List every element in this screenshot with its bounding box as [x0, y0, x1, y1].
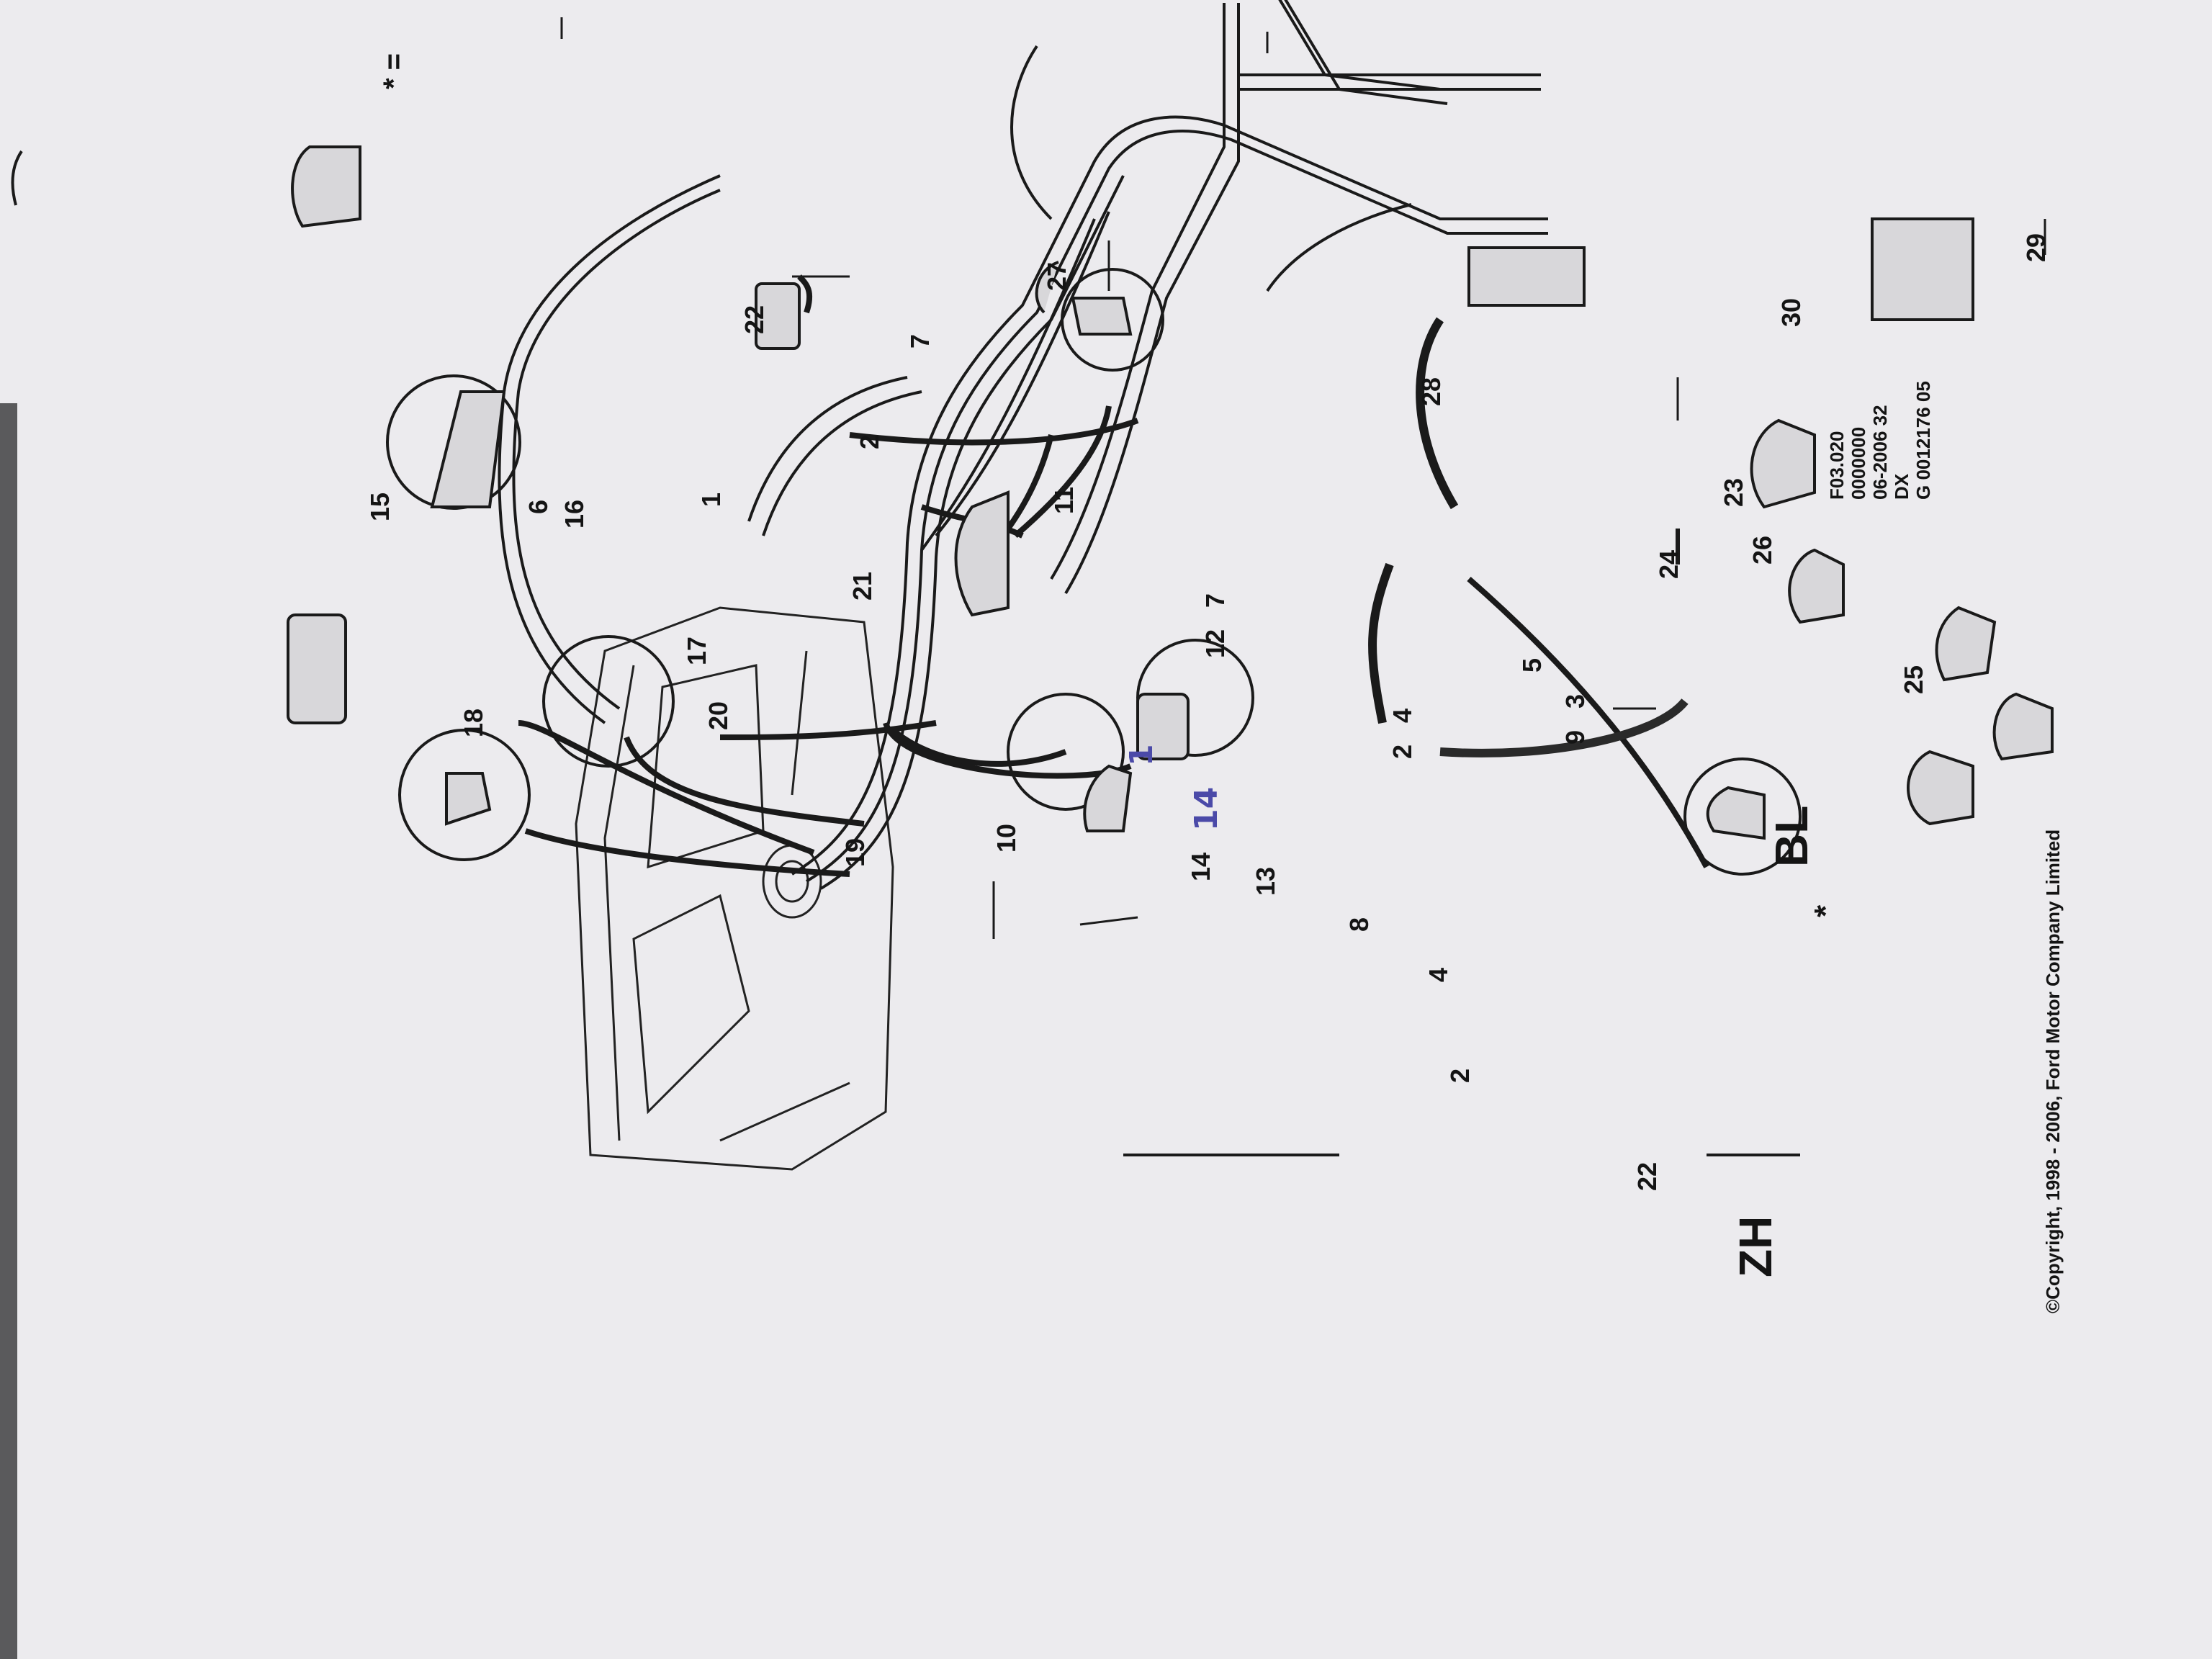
callout-24: 24	[1654, 550, 1683, 579]
callout-15: 15	[365, 493, 395, 521]
callout-9: 9	[1560, 730, 1590, 745]
callout-19: 19	[840, 838, 870, 867]
asterisk-marker: *	[1808, 904, 1843, 917]
callout-25: 25	[1899, 665, 1928, 694]
ref-code-4: DX	[1891, 473, 1912, 500]
callout-4b: 4	[1424, 968, 1453, 982]
legend: * = * 1 14	[378, 53, 1843, 917]
callout-27: 27	[1042, 262, 1071, 291]
legend-symbol: * =	[378, 53, 410, 89]
callout-12: 12	[1200, 629, 1230, 658]
callout-30: 30	[1776, 298, 1806, 327]
reference-codes: F03.020 0000000 06-2006 32 DX G 0012176 …	[1826, 381, 1934, 500]
callout-17: 17	[682, 637, 711, 665]
handwritten-14: 14	[1188, 787, 1225, 831]
page-shadow-strip	[0, 403, 17, 1659]
callout-4a: 4	[1388, 709, 1417, 723]
callout-5: 5	[1517, 658, 1547, 673]
callout-18: 18	[459, 709, 488, 737]
callout-23: 23	[1719, 478, 1748, 507]
callout-16: 16	[559, 500, 589, 529]
callout-11: 11	[1049, 487, 1079, 514]
callout-2c: 2	[1445, 1069, 1475, 1083]
handwritten-1: 1	[1123, 744, 1160, 766]
hoses	[1368, 317, 1689, 757]
callout-29: 29	[2021, 233, 2051, 262]
callout-10: 10	[992, 824, 1021, 853]
leader-lines	[560, 17, 2046, 939]
callout-7b: 7	[905, 334, 935, 349]
pointer-arrows	[518, 274, 1709, 877]
callout-22b: 22	[1632, 1162, 1662, 1191]
variant-bl: BL	[1766, 806, 1817, 867]
callout-21: 21	[848, 572, 877, 601]
callout-14: 14	[1186, 853, 1215, 881]
callout-7a: 7	[1200, 593, 1230, 608]
callout-1: 1	[696, 493, 726, 507]
callout-6: 6	[523, 500, 553, 514]
component-sketches	[287, 145, 2054, 840]
callout-2a: 2	[855, 435, 884, 449]
callout-13: 13	[1251, 867, 1280, 896]
ref-code-2: 0000000	[1848, 427, 1869, 500]
callout-20: 20	[703, 701, 733, 730]
callout-22a: 22	[739, 305, 769, 334]
ref-code-1: F03.020	[1826, 431, 1848, 500]
callout-labels: 1 2 2 2 3 4 4 5 6 7 7 8 9 10 11 12 13 14…	[365, 233, 2051, 1191]
callout-28: 28	[1416, 377, 1446, 406]
callout-8: 8	[1344, 917, 1374, 932]
ref-code-3: 06-2006 32	[1869, 405, 1891, 500]
callout-3: 3	[1560, 694, 1590, 709]
variant-labels: ZH BL	[1730, 806, 1817, 1277]
ref-code-5: G 0012176 05	[1912, 381, 1934, 500]
copyright-text: ©Copyright, 1998 - 2006, Ford Motor Comp…	[2042, 830, 2064, 1313]
callout-26: 26	[1748, 536, 1777, 565]
callout-2b: 2	[1388, 745, 1417, 759]
variant-zh: ZH	[1730, 1216, 1781, 1277]
edge-mark	[11, 150, 23, 206]
